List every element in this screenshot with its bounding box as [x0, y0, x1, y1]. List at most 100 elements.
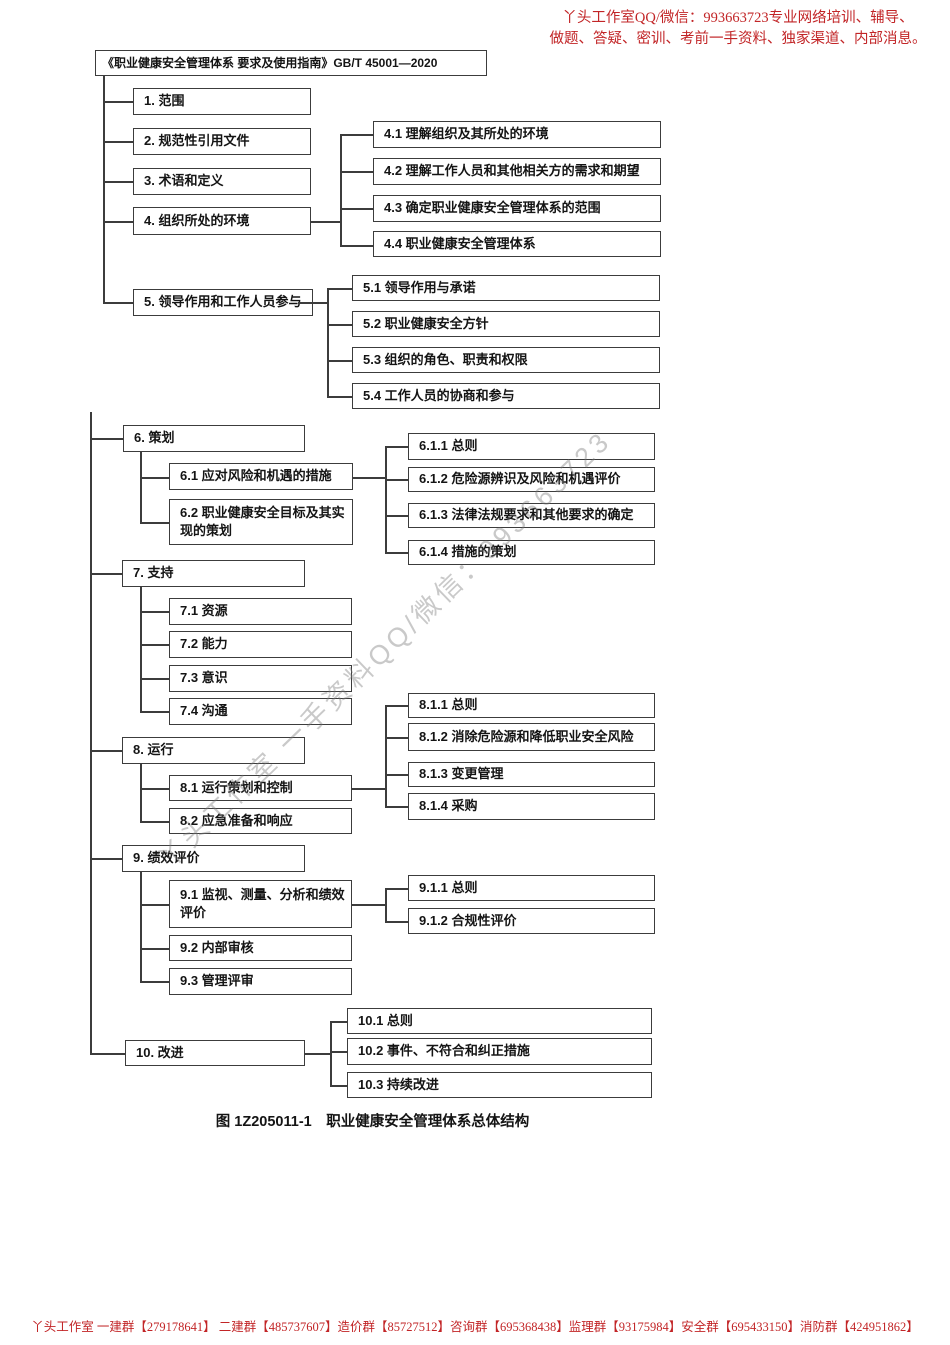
node-n5_2: 5.2 职业健康安全方针 — [352, 311, 660, 337]
connector-line — [140, 611, 169, 613]
connector-line — [140, 452, 142, 522]
node-n5_4: 5.4 工作人员的协商和参与 — [352, 383, 660, 409]
connector-line — [327, 288, 352, 290]
connector-line — [311, 221, 340, 223]
connector-line — [327, 324, 352, 326]
connector-line — [90, 750, 122, 752]
connector-line — [140, 981, 169, 983]
connector-line — [352, 904, 385, 906]
node-n4_4: 4.4 职业健康安全管理体系 — [373, 231, 661, 257]
node-n4_2: 4.2 理解工作人员和其他相关方的需求和期望 — [373, 158, 661, 185]
connector-line — [140, 644, 169, 646]
node-title: 《职业健康安全管理体系 要求及使用指南》GB/T 45001—2020 — [95, 50, 487, 76]
node-n8: 8. 运行 — [122, 737, 305, 764]
connector-line — [353, 477, 385, 479]
connector-line — [385, 774, 408, 776]
connector-line — [103, 181, 133, 183]
node-n9_1_1: 9.1.1 总则 — [408, 875, 655, 901]
connector-line — [298, 302, 327, 304]
node-n5: 5. 领导作用和工作人员参与 — [133, 289, 313, 316]
node-n8_1: 8.1 运行策划和控制 — [169, 775, 352, 801]
node-n5_3: 5.3 组织的角色、职责和权限 — [352, 347, 660, 373]
connector-line — [140, 477, 169, 479]
connector-line — [385, 552, 408, 554]
connector-line — [340, 171, 373, 173]
node-n9_1: 9.1 监视、测量、分析和绩效评价 — [169, 880, 352, 928]
node-n4_3: 4.3 确定职业健康安全管理体系的范围 — [373, 195, 661, 222]
connector-line — [103, 221, 133, 223]
connector-line — [330, 1021, 332, 1085]
connector-line — [140, 522, 169, 524]
node-n7_2: 7.2 能力 — [169, 631, 352, 658]
connector-line — [90, 858, 122, 860]
node-n3: 3. 术语和定义 — [133, 168, 311, 195]
footer-watermark: 丫头工作室 一建群【279178641】 二建群【485737607】造价群【8… — [31, 1320, 919, 1334]
connector-line — [340, 245, 373, 247]
connector-line — [140, 821, 169, 823]
node-n6_1_1: 6.1.1 总则 — [408, 433, 655, 460]
node-n6_1_3: 6.1.3 法律法规要求和其他要求的确定 — [408, 503, 655, 528]
connector-line — [385, 737, 408, 739]
connector-line — [385, 806, 408, 808]
node-n9_1_2: 9.1.2 合规性评价 — [408, 908, 655, 934]
node-n7_1: 7.1 资源 — [169, 598, 352, 625]
node-n9_3: 9.3 管理评审 — [169, 968, 352, 995]
node-n9: 9. 绩效评价 — [122, 845, 305, 872]
node-n6: 6. 策划 — [123, 425, 305, 452]
connector-line — [103, 76, 105, 302]
connector-line — [340, 208, 373, 210]
connector-line — [140, 587, 142, 711]
node-n8_1_2: 8.1.2 消除危险源和降低职业安全风险 — [408, 723, 655, 751]
connector-line — [103, 302, 133, 304]
connector-line — [327, 360, 352, 362]
connector-line — [385, 479, 408, 481]
connector-line — [385, 705, 408, 707]
node-n6_1: 6.1 应对风险和机遇的措施 — [169, 463, 353, 490]
connector-line — [385, 888, 387, 921]
connector-line — [385, 705, 387, 806]
node-n8_1_4: 8.1.4 采购 — [408, 793, 655, 820]
connector-line — [385, 446, 408, 448]
connector-line — [140, 788, 169, 790]
node-n8_1_1: 8.1.1 总则 — [408, 693, 655, 718]
node-n9_2: 9.2 内部审核 — [169, 935, 352, 961]
node-n6_2: 6.2 职业健康安全目标及其实现的策划 — [169, 499, 353, 545]
node-n8_1_3: 8.1.3 变更管理 — [408, 762, 655, 787]
connector-line — [103, 101, 133, 103]
node-n1: 1. 范围 — [133, 88, 311, 115]
connector-line — [305, 1053, 330, 1055]
connector-line — [330, 1021, 347, 1023]
connector-line — [90, 1053, 125, 1055]
connector-line — [385, 515, 408, 517]
connector-line — [90, 412, 92, 1053]
figure-caption: 图 1Z205011-1 职业健康安全管理体系总体结构 — [215, 1114, 530, 1130]
connector-line — [90, 438, 123, 440]
node-n4: 4. 组织所处的环境 — [133, 207, 311, 235]
node-n7: 7. 支持 — [122, 560, 305, 587]
node-n7_4: 7.4 沟通 — [169, 698, 352, 725]
node-n6_1_2: 6.1.2 危险源辨识及风险和机遇评价 — [408, 467, 655, 492]
watermark-top-line1: 丫头工作室QQ/微信：993663723专业网络培训、辅导、 — [562, 10, 914, 26]
connector-line — [103, 141, 133, 143]
connector-line — [352, 788, 385, 790]
connector-line — [385, 888, 408, 890]
connector-line — [140, 678, 169, 680]
node-n10_1: 10.1 总则 — [347, 1008, 652, 1034]
connector-line — [140, 872, 142, 981]
watermark-top-line2: 做题、答疑、密训、考前一手资料、独家渠道、内部消息。 — [549, 31, 927, 48]
connector-line — [140, 904, 169, 906]
node-n2: 2. 规范性引用文件 — [133, 128, 311, 155]
node-n10: 10. 改进 — [125, 1040, 305, 1066]
connector-line — [140, 948, 169, 950]
connector-line — [140, 711, 169, 713]
node-n4_1: 4.1 理解组织及其所处的环境 — [373, 121, 661, 148]
connector-line — [385, 921, 408, 923]
connector-line — [330, 1085, 347, 1087]
connector-line — [327, 396, 352, 398]
connector-line — [340, 134, 373, 136]
watermark-top-notice: 丫头工作室QQ/微信：993663723专业网络培训、辅导、 做题、答疑、密训、… — [538, 8, 938, 50]
connector-line — [327, 288, 329, 396]
node-n8_2: 8.2 应急准备和响应 — [169, 808, 352, 834]
node-n7_3: 7.3 意识 — [169, 665, 352, 692]
